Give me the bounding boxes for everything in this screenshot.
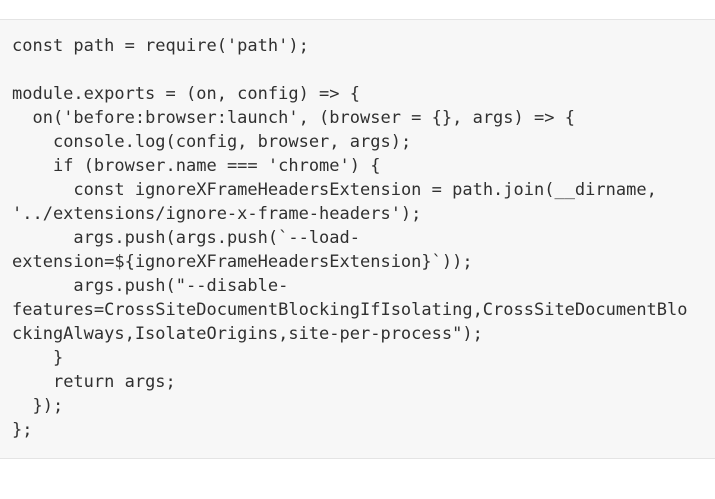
code-content: const path = require('path'); module.exp…	[12, 36, 688, 440]
code-block: const path = require('path'); module.exp…	[0, 19, 715, 459]
page: const path = require('path'); module.exp…	[0, 19, 715, 499]
